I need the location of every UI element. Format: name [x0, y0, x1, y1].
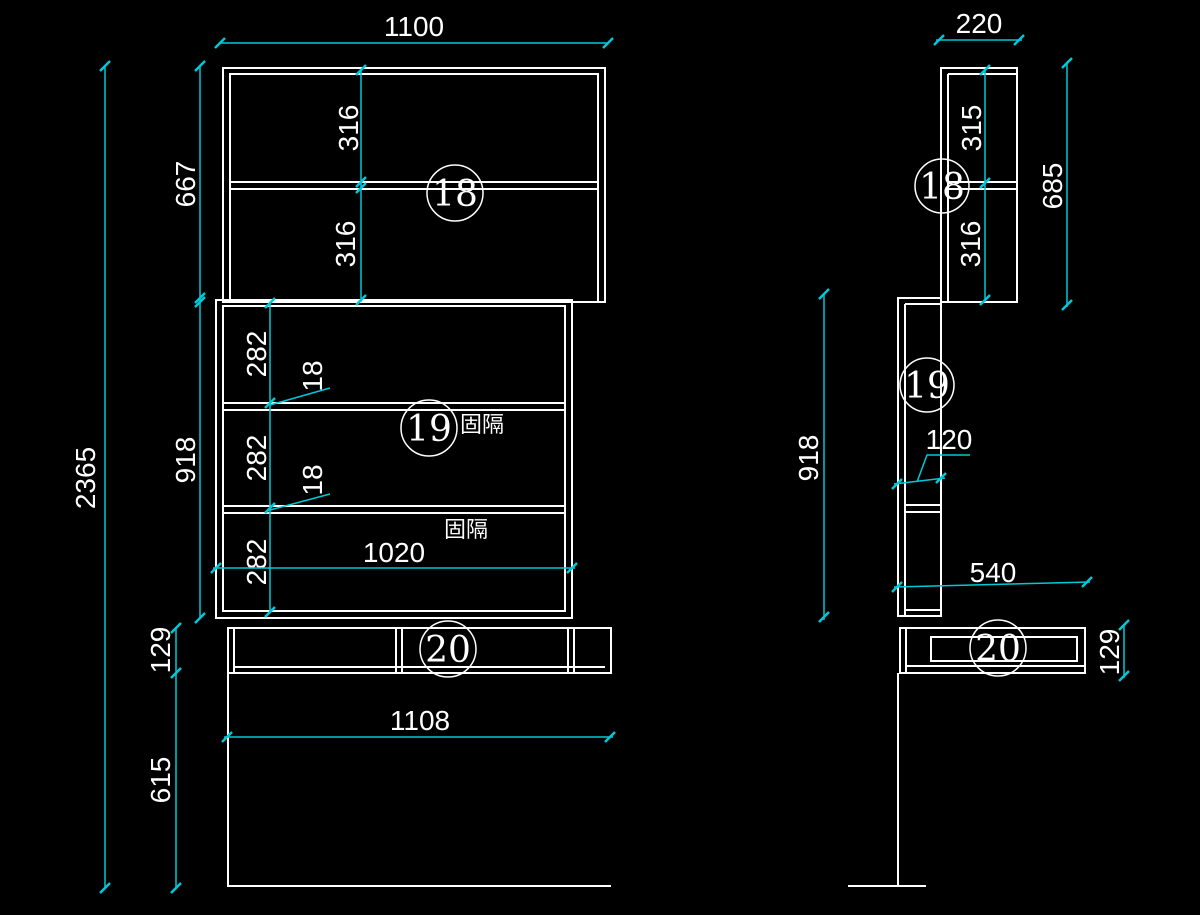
dim-shelf-thickness-2-text: 18 [297, 464, 328, 495]
side-dim-upper-height: 685 [1037, 57, 1073, 311]
dim-middle-spacing: 282 282 282 [241, 297, 276, 618]
side-dim-upper-spacing-bottom-text: 316 [955, 221, 986, 268]
side-dim-upper-spacing: 315 316 [955, 64, 991, 306]
side-dim-shelf-depth-text: 120 [926, 424, 973, 455]
dim-middle-spacing-3-text: 282 [241, 539, 272, 586]
side-drawer-unit-outline [899, 627, 1086, 674]
side-dim-shelf-depth: 120 [891, 424, 973, 490]
side-callout-middle-cabinet: 19 [899, 357, 955, 413]
dim-shelf-thickness-2: 18 [269, 464, 331, 511]
side-callout-middle-cabinet-text: 19 [904, 366, 950, 407]
dim-base-height: 615 [145, 673, 182, 894]
side-base-outline [848, 673, 926, 887]
side-dim-desk-depth: 540 [891, 557, 1093, 593]
side-dim-upper-depth: 220 [933, 8, 1025, 46]
dim-drawer-height-text: 129 [145, 627, 176, 674]
callout-drawer-unit-text: 20 [425, 630, 471, 671]
dim-base-width: 1108 [221, 705, 616, 743]
callout-upper-cabinet: 18 [426, 164, 484, 222]
dim-inner-width: 1020 [210, 537, 578, 574]
callout-upper-cabinet-text: 18 [432, 174, 478, 215]
dim-upper-spacing-bottom-text: 316 [330, 221, 361, 268]
dim-middle-height-text: 918 [170, 437, 201, 484]
note-fixed-shelf-2: 固隔 [444, 518, 488, 543]
callout-drawer-unit: 20 [419, 620, 477, 678]
dim-upper-spacing-top-text: 316 [333, 105, 364, 152]
dim-shelf-thickness-1-text: 18 [297, 360, 328, 391]
dim-upper-spacing: 316 316 [330, 64, 367, 306]
side-callout-upper-cabinet-text: 18 [919, 167, 965, 208]
note-fixed-shelf-1: 固隔 [460, 413, 504, 438]
side-dim-upper-spacing-top-text: 315 [956, 105, 987, 152]
side-callout-drawer-unit: 20 [969, 619, 1027, 677]
dim-middle-height: 918 [170, 292, 206, 624]
side-dim-drawer-height: 129 [1094, 619, 1130, 682]
side-upper-cabinet-outline [940, 67, 1018, 303]
dim-upper-height-text: 667 [170, 161, 201, 208]
side-callout-drawer-unit-text: 20 [975, 629, 1021, 670]
dim-inner-width-text: 1020 [363, 537, 425, 568]
side-dim-upper-depth-text: 220 [956, 8, 1003, 39]
side-dim-middle-height-text: 918 [793, 435, 824, 482]
callout-middle-cabinet-text: 19 [406, 409, 452, 450]
dim-drawer-height: 129 [145, 622, 182, 679]
dim-total-width: 1100 [214, 11, 614, 49]
upper-cabinet-outline [222, 67, 606, 303]
dim-shelf-thickness-1: 18 [269, 360, 331, 406]
side-middle-cabinet-outline [897, 297, 942, 617]
dim-upper-height: 667 [170, 60, 206, 308]
dim-middle-spacing-2-text: 282 [241, 435, 272, 482]
dim-middle-spacing-1-text: 282 [241, 331, 272, 378]
dim-base-height-text: 615 [145, 757, 176, 804]
side-dim-upper-height-text: 685 [1037, 163, 1068, 210]
dim-total-height-text: 2365 [70, 447, 101, 509]
front-view: 1100 2365 667 918 129 [70, 11, 616, 894]
side-dim-desk-depth-text: 540 [970, 557, 1017, 588]
middle-cabinet-outline [215, 299, 573, 619]
dim-base-width-text: 1108 [390, 705, 450, 736]
dim-total-height: 2365 [70, 60, 111, 894]
dim-total-width-text: 1100 [384, 11, 444, 42]
side-dim-drawer-height-text: 129 [1094, 629, 1125, 676]
side-callout-upper-cabinet: 18 [914, 158, 970, 214]
side-dim-middle-height: 918 [793, 288, 830, 623]
callout-middle-cabinet: 19 [400, 399, 458, 457]
side-view: 220 685 315 316 918 120 [793, 8, 1130, 887]
base-outline [227, 672, 611, 887]
